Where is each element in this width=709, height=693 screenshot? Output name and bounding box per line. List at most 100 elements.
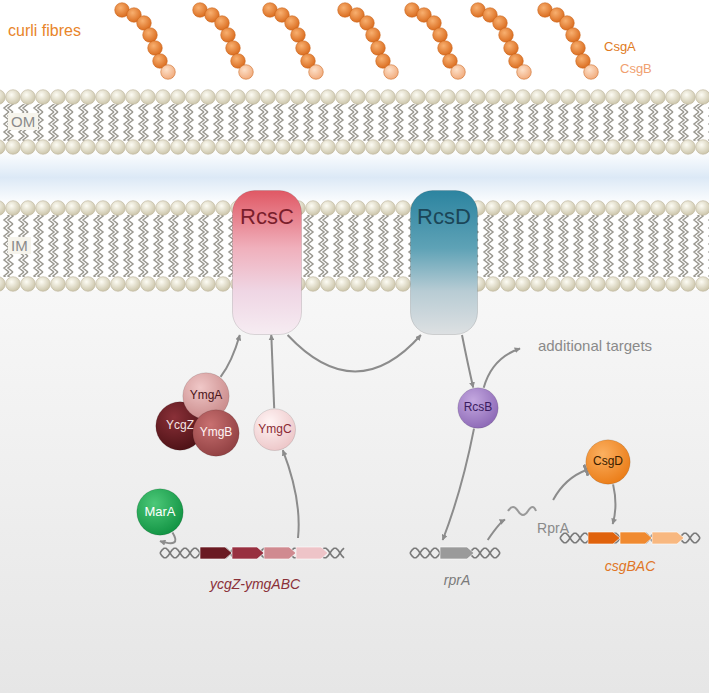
lipid-head	[516, 90, 531, 105]
lipid-head	[66, 90, 81, 105]
connector-arrow	[443, 429, 474, 540]
text-label: curli fibres	[8, 22, 81, 40]
lipid-head	[636, 201, 651, 216]
membrane-protein: RcsD	[410, 190, 478, 335]
lipid-head	[21, 201, 36, 216]
lipid-head	[141, 140, 156, 155]
gene-label-box: rprA	[412, 540, 502, 588]
lipid-head	[201, 140, 216, 155]
lipid-head	[261, 90, 276, 105]
node-text: rprA	[444, 572, 470, 588]
curli-subunit	[148, 41, 163, 56]
text-label: CsgB	[620, 62, 652, 77]
lipid-head	[471, 140, 486, 155]
lipid-head	[531, 201, 546, 216]
circle-outline	[586, 440, 630, 484]
lipid-head	[321, 90, 336, 105]
lipid-head	[0, 277, 5, 292]
connector-arrow	[283, 450, 299, 538]
lipid-head	[486, 140, 501, 155]
lipid-head	[231, 90, 246, 105]
lipid-head	[531, 277, 546, 292]
rna-squiggle	[508, 507, 536, 515]
node-text: csgBAC	[605, 558, 656, 574]
lipid-head	[546, 277, 561, 292]
lipid-head	[681, 277, 696, 292]
lipid-head	[306, 140, 321, 155]
curli-subunit	[371, 41, 386, 56]
curli-subunit	[226, 41, 241, 56]
lipid-head	[606, 140, 621, 155]
lipid-head	[486, 201, 501, 216]
protein-circle: YmgB	[192, 409, 240, 457]
lipid-head	[666, 90, 681, 105]
lipid-head	[501, 201, 516, 216]
curli-subunit	[517, 65, 532, 80]
lipid-head	[576, 140, 591, 155]
lipid-head	[591, 90, 606, 105]
curli-subunit	[143, 28, 158, 43]
lipid-head	[336, 140, 351, 155]
lipid-head	[606, 90, 621, 105]
lipid-head	[96, 277, 111, 292]
lipid-head	[306, 201, 321, 216]
gene-arrow	[232, 547, 264, 559]
lipid-head	[156, 277, 171, 292]
lipid-head	[171, 277, 186, 292]
lipid-head	[36, 90, 51, 105]
im-tails	[0, 215, 709, 277]
lipid-head	[336, 90, 351, 105]
lipid-head	[651, 140, 666, 155]
protein-circle: MarA	[136, 488, 184, 536]
lipid-head	[51, 140, 66, 155]
lipid-head	[111, 90, 126, 105]
lipid-head	[696, 90, 709, 105]
node-text: RcsC	[240, 204, 294, 229]
lipid-head	[636, 140, 651, 155]
lipid-head	[21, 140, 36, 155]
lipid-head	[126, 140, 141, 155]
gene-label-box: ycgZ-ymgABC	[160, 538, 350, 592]
om-tails	[0, 104, 709, 141]
lipid-head	[96, 140, 111, 155]
lipid-head	[366, 277, 381, 292]
lipid-head	[666, 201, 681, 216]
circle-outline	[193, 410, 239, 456]
lipid-head	[636, 90, 651, 105]
gene-arrow	[652, 532, 684, 544]
lipid-head	[576, 277, 591, 292]
lipid-head	[621, 140, 636, 155]
lipid-head	[96, 201, 111, 216]
lipid-head	[411, 140, 426, 155]
lipid-head	[171, 90, 186, 105]
lipid-head	[456, 140, 471, 155]
lipid-head	[681, 201, 696, 216]
lipid-head	[231, 140, 246, 155]
lipid-head	[201, 277, 216, 292]
curli-subunit	[433, 28, 448, 43]
lipid-head	[696, 201, 709, 216]
lipid-head	[516, 277, 531, 292]
lipid-head	[381, 201, 396, 216]
lipid-head	[396, 201, 411, 216]
lipid-head	[126, 90, 141, 105]
lipid-head	[561, 140, 576, 155]
lipid-head	[291, 90, 306, 105]
lipid-head	[216, 90, 231, 105]
lipid-head	[111, 140, 126, 155]
periplasm	[0, 150, 709, 205]
lipid-head	[81, 90, 96, 105]
lipid-head	[51, 90, 66, 105]
lipid-head	[201, 201, 216, 216]
lipid-head	[366, 90, 381, 105]
connector-arrow	[553, 470, 586, 500]
lipid-head	[351, 277, 366, 292]
lipid-head	[651, 277, 666, 292]
lipid-head	[396, 90, 411, 105]
lipid-head	[261, 140, 276, 155]
node-text: YcgZ	[166, 419, 194, 433]
lipid-head	[186, 140, 201, 155]
connector-arrow	[288, 335, 421, 372]
rounded-outline	[411, 191, 478, 335]
